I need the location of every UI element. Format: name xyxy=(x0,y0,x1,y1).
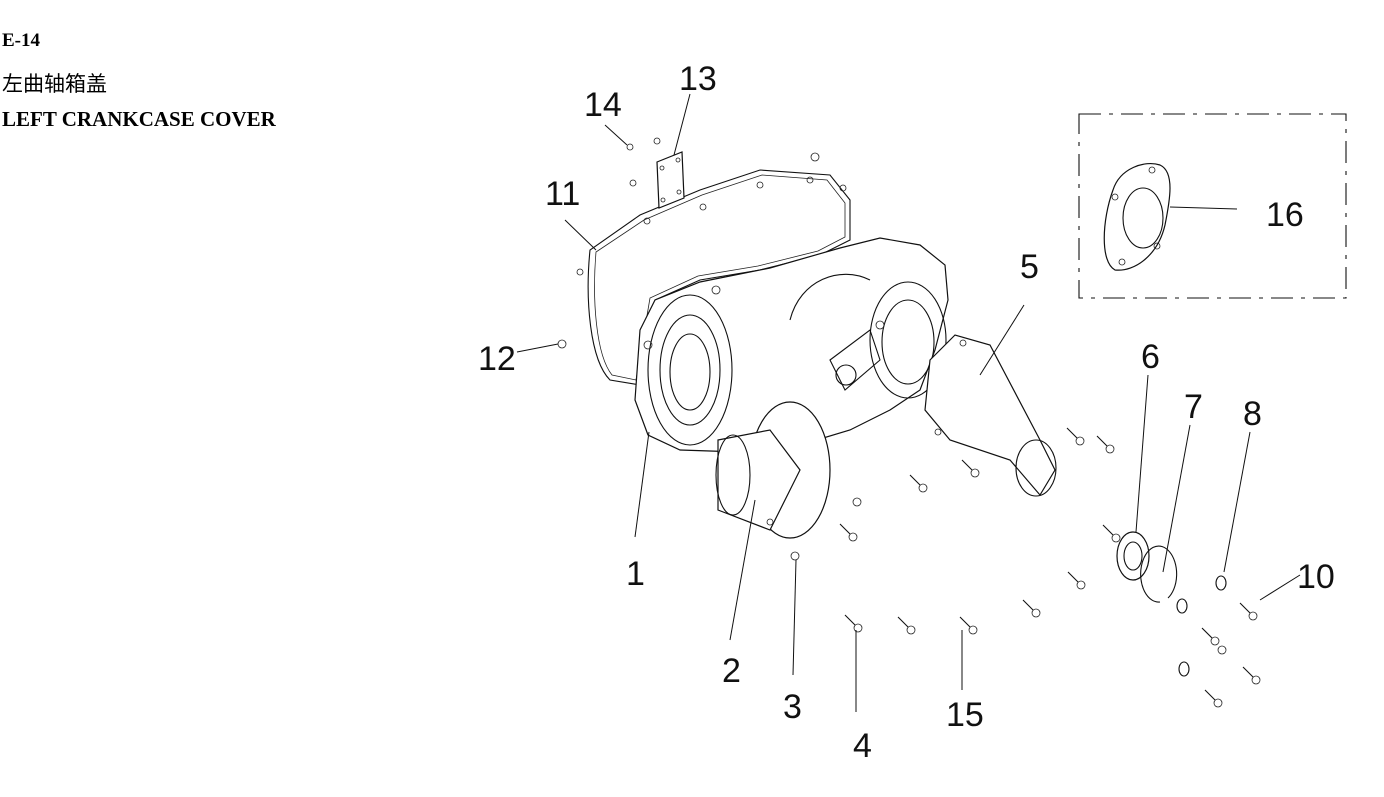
callout-8: 8 xyxy=(1243,395,1262,433)
title-chinese: 左曲轴箱盖 xyxy=(2,72,107,96)
callout-numbers: 1 2 3 4 5 6 7 8 10 11 12 13 14 15 16 xyxy=(478,60,1335,765)
callout-2: 2 xyxy=(722,652,741,690)
callout-12: 12 xyxy=(478,340,516,378)
inset-detail-box xyxy=(1078,113,1347,299)
callout-14: 14 xyxy=(584,86,622,124)
callout-6: 6 xyxy=(1141,338,1160,376)
callout-4: 4 xyxy=(853,727,872,765)
title-english: LEFT CRANKCASE COVER xyxy=(2,107,276,131)
part-cover-plate xyxy=(656,151,685,209)
callout-5: 5 xyxy=(1020,248,1039,286)
part-air-duct-5 xyxy=(924,334,1057,497)
diagram-code: E-14 xyxy=(2,30,40,51)
part-crankcase-cover xyxy=(634,237,949,453)
callout-16: 16 xyxy=(1266,196,1304,234)
callout-13: 13 xyxy=(679,60,717,98)
callout-10: 10 xyxy=(1297,558,1335,596)
part-bolts xyxy=(557,339,1261,708)
callout-1: 1 xyxy=(626,555,645,593)
part-gasket xyxy=(576,169,851,386)
callout-11: 11 xyxy=(545,175,580,213)
part-circlip xyxy=(1140,545,1178,603)
part-air-duct-2 xyxy=(715,401,831,539)
callout-7: 7 xyxy=(1184,388,1203,426)
callout-3: 3 xyxy=(783,688,802,726)
callout-15: 15 xyxy=(946,696,984,734)
leader-lines xyxy=(516,93,1301,712)
part-screws-14 xyxy=(626,137,820,187)
part-washers xyxy=(1176,575,1227,677)
